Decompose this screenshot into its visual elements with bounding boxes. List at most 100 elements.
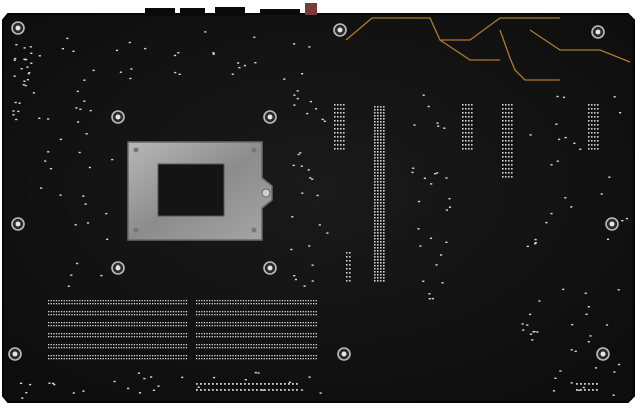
dimm-pin [63,322,65,324]
slot-pin [349,280,351,282]
slot-pin [505,120,507,122]
dimm-pin [245,358,247,360]
slot-pin [468,148,470,150]
slot-pin [508,144,510,146]
smd-pad [283,78,286,80]
dimm-pin [58,314,60,316]
header-pin [576,383,578,385]
dimm-pin [253,314,255,316]
slot-pin [502,108,504,110]
dimm-pin [105,322,107,324]
dimm-pin [133,300,136,302]
dimm-pin [63,325,65,327]
dimm-pin [162,314,164,316]
dimm-pin [211,347,213,349]
slot-pin [383,112,385,114]
slot-pin [511,156,513,158]
dimm-pin [292,358,294,360]
slot-pin [591,136,593,138]
dimm-pin [232,325,234,327]
dimm-pin [219,300,221,302]
header-pin [296,383,298,385]
dimm-pin [248,311,250,313]
smd-pad [299,152,302,154]
smd-pad [257,372,260,374]
smd-pad [529,313,532,316]
smd-pad [555,123,558,125]
dimm-pin [89,311,91,313]
dimm-pin [92,314,94,316]
dimm-pin [178,336,180,338]
dimm-pin [58,311,60,313]
slot-pin [597,136,599,138]
dimm-pin [211,314,213,316]
slot-pin [340,148,342,150]
dimm-pin [146,300,149,302]
smd-pad [448,198,451,200]
dimm-pin [279,344,281,346]
smd-pad [605,324,609,326]
dimm-pin [170,355,172,357]
dimm-pin [297,303,299,305]
dimm-pin [203,358,206,360]
dimm-pin [61,358,63,360]
slot-pin [337,124,339,126]
slot-pin [588,104,590,106]
dimm-pin [313,325,315,327]
slot-pin [505,116,507,118]
header-pin [244,383,246,385]
dimm-pin [50,355,52,357]
dimm-pin [105,325,107,327]
dimm-pin [183,344,185,346]
dimm-pin [279,300,281,302]
dimm-pin [131,322,133,324]
dimm-pin [178,347,180,349]
dimm-pin [87,300,89,302]
slot-pin [591,104,593,106]
dimm-pin [302,336,304,338]
dimm-pin [279,347,281,349]
dimm-pin [209,344,211,346]
dimm-pin [87,314,89,316]
dimm-pin [87,322,89,324]
slot-pin [374,229,376,231]
header-pin [264,389,266,391]
dimm-pin [157,336,159,338]
dimm-pin [139,314,141,316]
dimm-pin [81,325,84,327]
dimm-pin [315,333,317,335]
slot-pin [374,109,376,111]
slot-pin [383,151,385,153]
dimm-pin [203,300,206,302]
smd-pad [20,68,23,70]
dimm-pin [305,347,307,349]
dimm-pin [152,325,154,327]
slot-pin [505,164,507,166]
dimm-pin [92,303,94,305]
dimm-pin [76,355,78,357]
dimm-pin [222,358,224,360]
dimm-pin [123,358,125,360]
dimm-pin [185,358,188,360]
smd-pad [30,62,33,64]
slot-pin [374,280,376,282]
smd-pad [413,124,416,126]
dimm-pin [183,311,185,313]
dimm-pin [211,325,213,327]
slot-pin [380,247,382,249]
dimm-pin [266,355,268,357]
dimm-pin [258,325,260,327]
dimm-pin [165,358,167,360]
slot-pin [462,112,464,114]
slot-pin [377,202,379,204]
smd-pad [13,59,16,61]
slot-pin [374,166,376,168]
slot-pin [502,116,504,118]
slot-pin [383,187,385,189]
smd-pad [138,392,142,394]
slot-pin [383,148,385,150]
dimm-pin [172,300,175,302]
dimm-pin [162,336,164,338]
dimm-pin [48,325,50,327]
dimm-pin [170,314,172,316]
